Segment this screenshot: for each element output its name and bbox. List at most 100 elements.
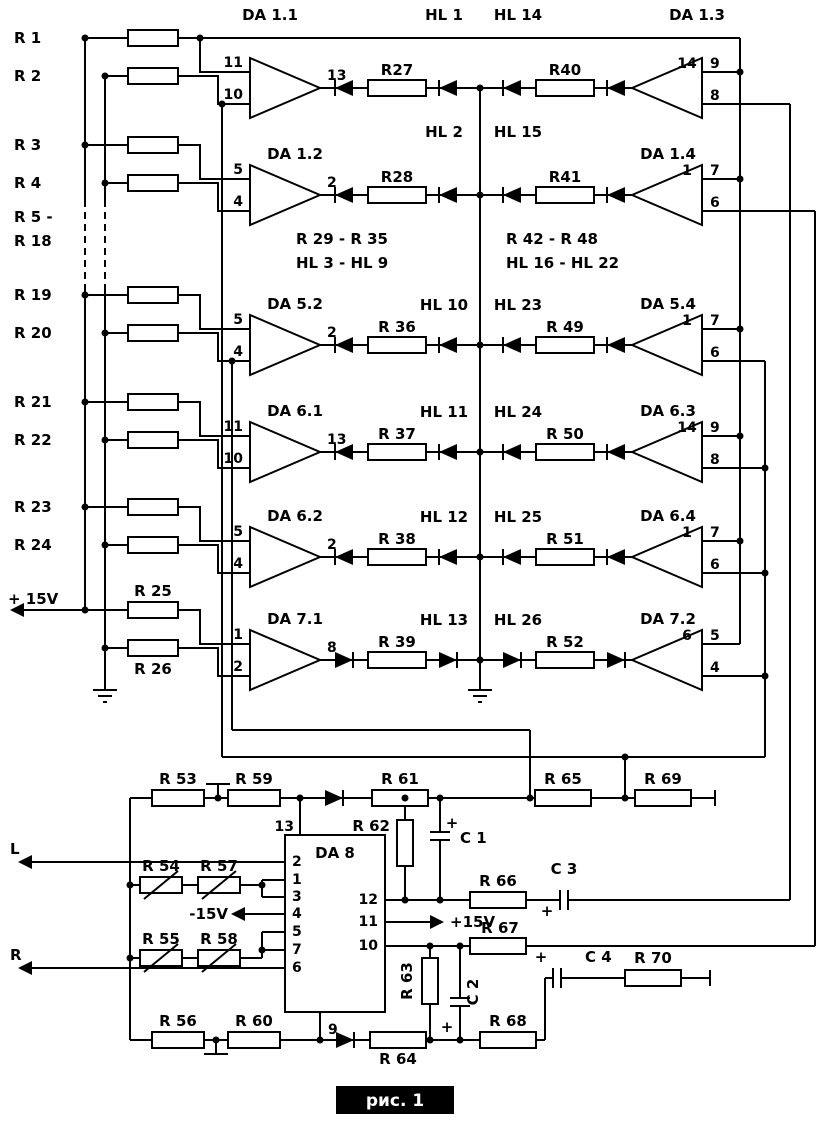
junction-dots <box>81 34 769 1044</box>
resistor <box>367 336 427 354</box>
led-label: HL 23 <box>494 296 542 314</box>
resistors <box>127 29 692 1049</box>
note-label: R 42 - R 48 <box>506 230 598 248</box>
pin-number: 11 <box>224 55 243 71</box>
omitted-section-dashed-rails <box>84 200 106 285</box>
resistor-label: R 68 <box>489 1012 527 1030</box>
led-label: HL 25 <box>494 508 542 526</box>
resistor <box>369 1031 427 1049</box>
resistor-label: R 67 <box>481 919 519 937</box>
resistor <box>127 536 179 554</box>
led-label: HL 2 <box>425 123 463 141</box>
resistor <box>534 789 592 807</box>
resistor <box>371 789 429 807</box>
pin-number: 9 <box>328 1022 338 1038</box>
caption-text: рис. 1 <box>366 1091 424 1111</box>
resistor-label: R 63 <box>398 962 416 1000</box>
pin-number: 4 <box>233 556 243 572</box>
opamp-triangle <box>629 628 703 692</box>
pin-number: 5 <box>233 162 243 178</box>
capacitor-label: C 1 <box>460 829 487 847</box>
pin-number: 2 <box>233 659 243 675</box>
resistor-label: R 59 <box>235 770 273 788</box>
output-label: L <box>10 840 20 858</box>
resistor <box>127 136 179 154</box>
resistor-label: R 69 <box>644 770 682 788</box>
pin-number: 1 <box>682 525 692 541</box>
led-label: HL 11 <box>420 403 468 421</box>
figure-caption: рис. 1 <box>336 1086 454 1114</box>
resistor-label: R 64 <box>379 1050 417 1068</box>
resistor <box>479 1031 537 1049</box>
trimmer-arrows <box>143 870 237 973</box>
ic-label: DA 8 <box>315 844 355 862</box>
pin-number: 7 <box>710 313 720 329</box>
pin-number: 5 <box>233 312 243 328</box>
resistor <box>127 393 179 411</box>
input-resistor-label: R 3 <box>14 136 41 154</box>
pin-number: 9 <box>710 420 720 436</box>
labels: + 15V R 5 - R 18 R 29 - R 35 HL 3 - HL 9… <box>8 6 725 1068</box>
pin-number: 6 <box>682 628 692 644</box>
resistor <box>624 969 682 987</box>
resistor-label: R 53 <box>159 770 197 788</box>
power-label: +15V <box>450 913 495 931</box>
pin-number: 1 <box>292 872 302 888</box>
resistor <box>421 957 439 1005</box>
resistor <box>535 79 595 97</box>
polarity-plus: + <box>535 948 548 966</box>
resistor-label: R 65 <box>544 770 582 788</box>
opamp-triangle <box>249 163 323 227</box>
led-label: HL 24 <box>494 403 542 421</box>
opamp-triangle <box>249 313 323 377</box>
caption-background <box>336 1086 454 1114</box>
led-label: HL 13 <box>420 611 468 629</box>
input-resistor-label: R 25 <box>134 582 172 600</box>
pin-number: 6 <box>710 195 720 211</box>
resistor-label: R 66 <box>479 872 517 890</box>
pin-number: 6 <box>710 345 720 361</box>
opamp-label: DA 1.3 <box>669 6 725 24</box>
pin-number: 14 <box>677 56 697 72</box>
resistor-label: R 62 <box>352 817 390 835</box>
pin-number: 1 <box>682 163 692 179</box>
pin-number: 1 <box>682 313 692 329</box>
resistor-label: R27 <box>381 61 413 79</box>
opamp-label: DA 6.4 <box>640 507 696 525</box>
resistor <box>535 443 595 461</box>
note-label: HL 3 - HL 9 <box>296 254 388 272</box>
opamp-label: DA 1.1 <box>242 6 298 24</box>
pin-number: 14 <box>677 420 697 436</box>
resistor <box>535 651 595 669</box>
left-out-arrow <box>18 855 32 869</box>
input-resistor-label: R 23 <box>14 498 52 516</box>
opamps <box>249 56 703 692</box>
resistor-label: R 38 <box>378 530 416 548</box>
opamp-label: DA 5.4 <box>640 295 696 313</box>
resistor <box>535 548 595 566</box>
resistor-label: R 60 <box>235 1012 273 1030</box>
pin-number: 7 <box>710 163 720 179</box>
resistor-label: R 70 <box>634 949 672 967</box>
pin-number: 8 <box>710 88 720 104</box>
pin-number: 4 <box>710 660 720 676</box>
pin-number: 5 <box>292 924 302 940</box>
opamp-label: DA 5.2 <box>267 295 323 313</box>
resistor-label: R 52 <box>546 633 584 651</box>
resistor <box>127 639 179 657</box>
resistor-label: R 54 <box>142 857 180 875</box>
opamp-triangle <box>629 56 703 120</box>
resistor <box>469 891 527 909</box>
range-label: R 5 - <box>14 208 53 226</box>
pin-number: 10 <box>359 938 379 954</box>
polarity-plus: + <box>541 902 554 920</box>
pin-number: 7 <box>710 525 720 541</box>
led-label: HL 10 <box>420 296 468 314</box>
opamp-triangle <box>629 525 703 589</box>
resistor-label: R41 <box>549 168 581 186</box>
resistor <box>127 431 179 449</box>
resistor <box>469 937 527 955</box>
resistor <box>535 336 595 354</box>
opamp-label: DA 6.1 <box>267 402 323 420</box>
